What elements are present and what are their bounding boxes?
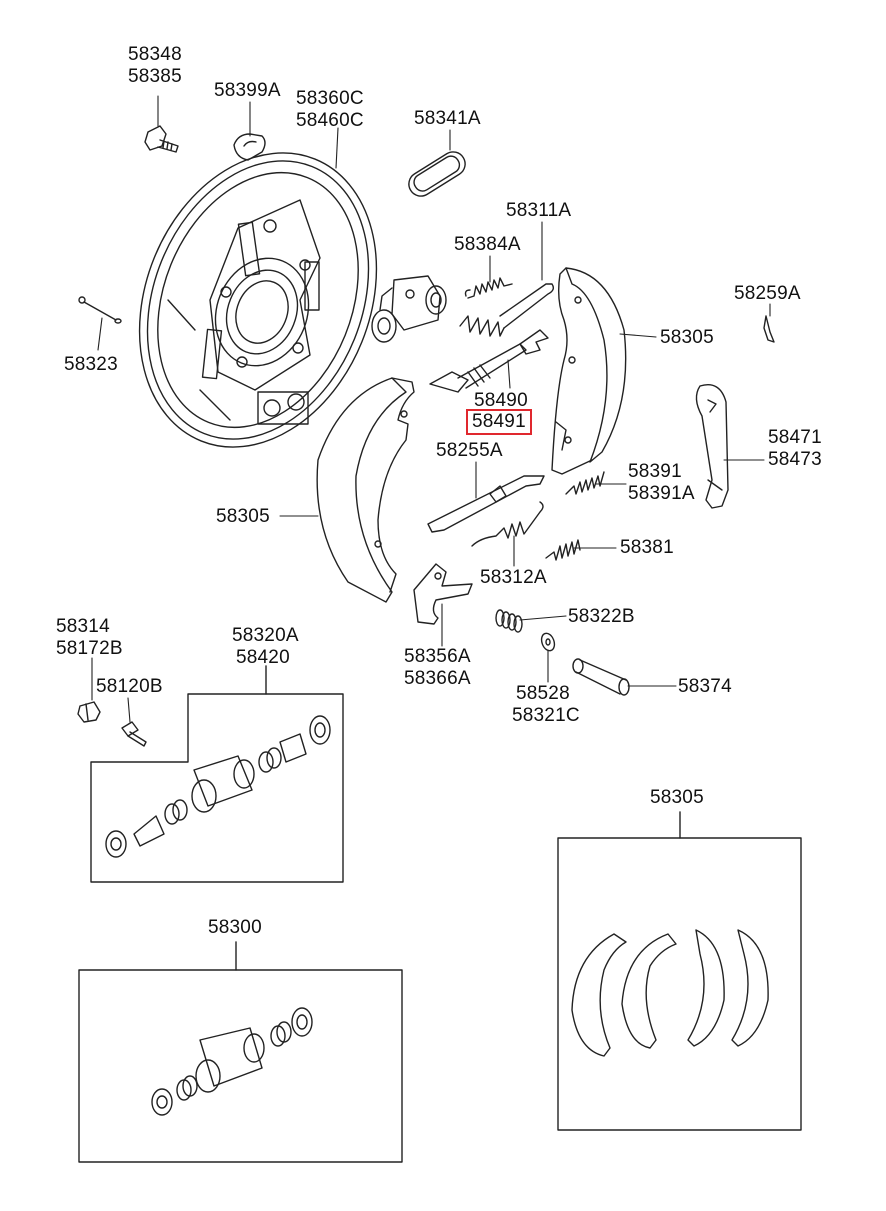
cylinder-kit-box — [90, 665, 344, 883]
callout-58356a: 58356A 58366A — [404, 646, 471, 690]
part-number: 58391A — [628, 483, 695, 504]
part-number: 58348 — [128, 44, 182, 65]
callout-58255a: 58255A — [436, 440, 503, 462]
callout-58360c: 58360C 58460C — [296, 88, 364, 132]
part-number: 58341A — [414, 108, 481, 129]
part-number: 58420 — [236, 647, 290, 668]
callout-58323: 58323 — [64, 354, 118, 376]
clip-drawing — [763, 315, 775, 343]
part-number: 58374 — [678, 676, 732, 697]
callout-58305-right: 58305 — [660, 327, 714, 349]
part-number: 58321C — [512, 705, 580, 726]
callout-58312a: 58312A — [480, 567, 547, 589]
part-number: 58120B — [96, 676, 163, 697]
spring-58312a-drawing — [471, 501, 544, 547]
part-number: 58305 — [216, 506, 270, 527]
plug-drawing — [233, 133, 266, 161]
leader-lines — [91, 95, 771, 723]
part-number: 58172B — [56, 638, 123, 659]
callout-58374: 58374 — [678, 676, 732, 698]
shoe-kit-box — [557, 811, 802, 1131]
part-number: 58528 — [516, 683, 570, 704]
bleeder-cap-drawing — [77, 701, 101, 723]
callout-58490: 58490 — [474, 390, 528, 412]
callout-58259a: 58259A — [734, 283, 801, 305]
seal-ring-drawing — [408, 151, 466, 197]
part-number: 58311A — [506, 200, 572, 221]
part-number: 58381 — [620, 537, 674, 558]
callout-58320a: 58320A 58420 — [232, 625, 299, 669]
callout-58314: 58314 58172B — [56, 616, 123, 660]
backing-plate-drawing — [138, 152, 378, 448]
spring-58322b-drawing — [495, 609, 523, 633]
part-number: 58314 — [56, 616, 110, 637]
part-number: 58471 — [768, 427, 822, 448]
spring-58384a-drawing — [464, 277, 513, 299]
part-number: 58391 — [628, 461, 682, 482]
part-number: 58312A — [480, 567, 547, 588]
callout-58471: 58471 58473 — [768, 427, 822, 471]
parking-lever-drawing — [695, 384, 729, 509]
callout-58528: 58528 58321C — [512, 683, 580, 727]
part-number: 58473 — [768, 449, 822, 470]
bolt-drawing — [144, 125, 179, 153]
brake-shoe-left-drawing — [316, 377, 415, 603]
part-number: 58385 — [128, 66, 182, 87]
callout-58311a: 58311A — [506, 200, 571, 222]
callout-58305-box: 58305 — [650, 787, 704, 809]
pin-drawing — [78, 296, 122, 324]
part-number: 58300 — [208, 917, 262, 938]
part-number: 58259A — [734, 283, 801, 304]
adjuster-spring-drawing — [459, 283, 555, 337]
part-number: 58356A — [404, 646, 471, 667]
pin-58374-drawing — [572, 658, 630, 696]
callout-58341a: 58341A — [414, 108, 481, 130]
part-number: 58460C — [296, 110, 364, 131]
callout-58491-highlight[interactable]: 58491 — [466, 409, 532, 435]
callout-58348: 58348 58385 — [128, 44, 182, 88]
wheel-cylinder-drawing — [371, 275, 447, 343]
spring-58391-drawing — [565, 471, 605, 495]
part-number: 58491 — [472, 411, 526, 432]
callout-58305-left: 58305 — [216, 506, 270, 528]
strut-drawing — [427, 475, 545, 533]
part-number: 58384A — [454, 234, 521, 255]
part-number: 58320A — [232, 625, 299, 646]
part-number: 58399A — [214, 80, 281, 101]
part-number: 58360C — [296, 88, 364, 109]
callout-58384a: 58384A — [454, 234, 521, 256]
adjuster-plate-drawing — [413, 563, 473, 625]
callout-58322b: 58322B — [568, 606, 635, 628]
bleeder-screw-drawing — [121, 721, 147, 747]
spring-58381-drawing — [545, 539, 581, 561]
part-number: 58255A — [436, 440, 503, 461]
part-number: 58490 — [474, 390, 528, 411]
callout-58300: 58300 — [208, 917, 262, 939]
part-number: 58323 — [64, 354, 118, 375]
part-number: 58366A — [404, 668, 471, 689]
callout-58391: 58391 58391A — [628, 461, 695, 505]
callout-58399a: 58399A — [214, 80, 281, 102]
callout-58120b: 58120B — [96, 676, 163, 698]
wheel-cylinder-assy-box — [78, 941, 403, 1163]
brake-shoe-right-drawing — [551, 267, 627, 475]
part-number: 58322B — [568, 606, 635, 627]
part-number: 58305 — [660, 327, 714, 348]
callout-58381: 58381 — [620, 537, 674, 559]
part-number: 58305 — [650, 787, 704, 808]
washer-drawing — [540, 632, 556, 652]
adjuster-drawing — [429, 329, 549, 393]
